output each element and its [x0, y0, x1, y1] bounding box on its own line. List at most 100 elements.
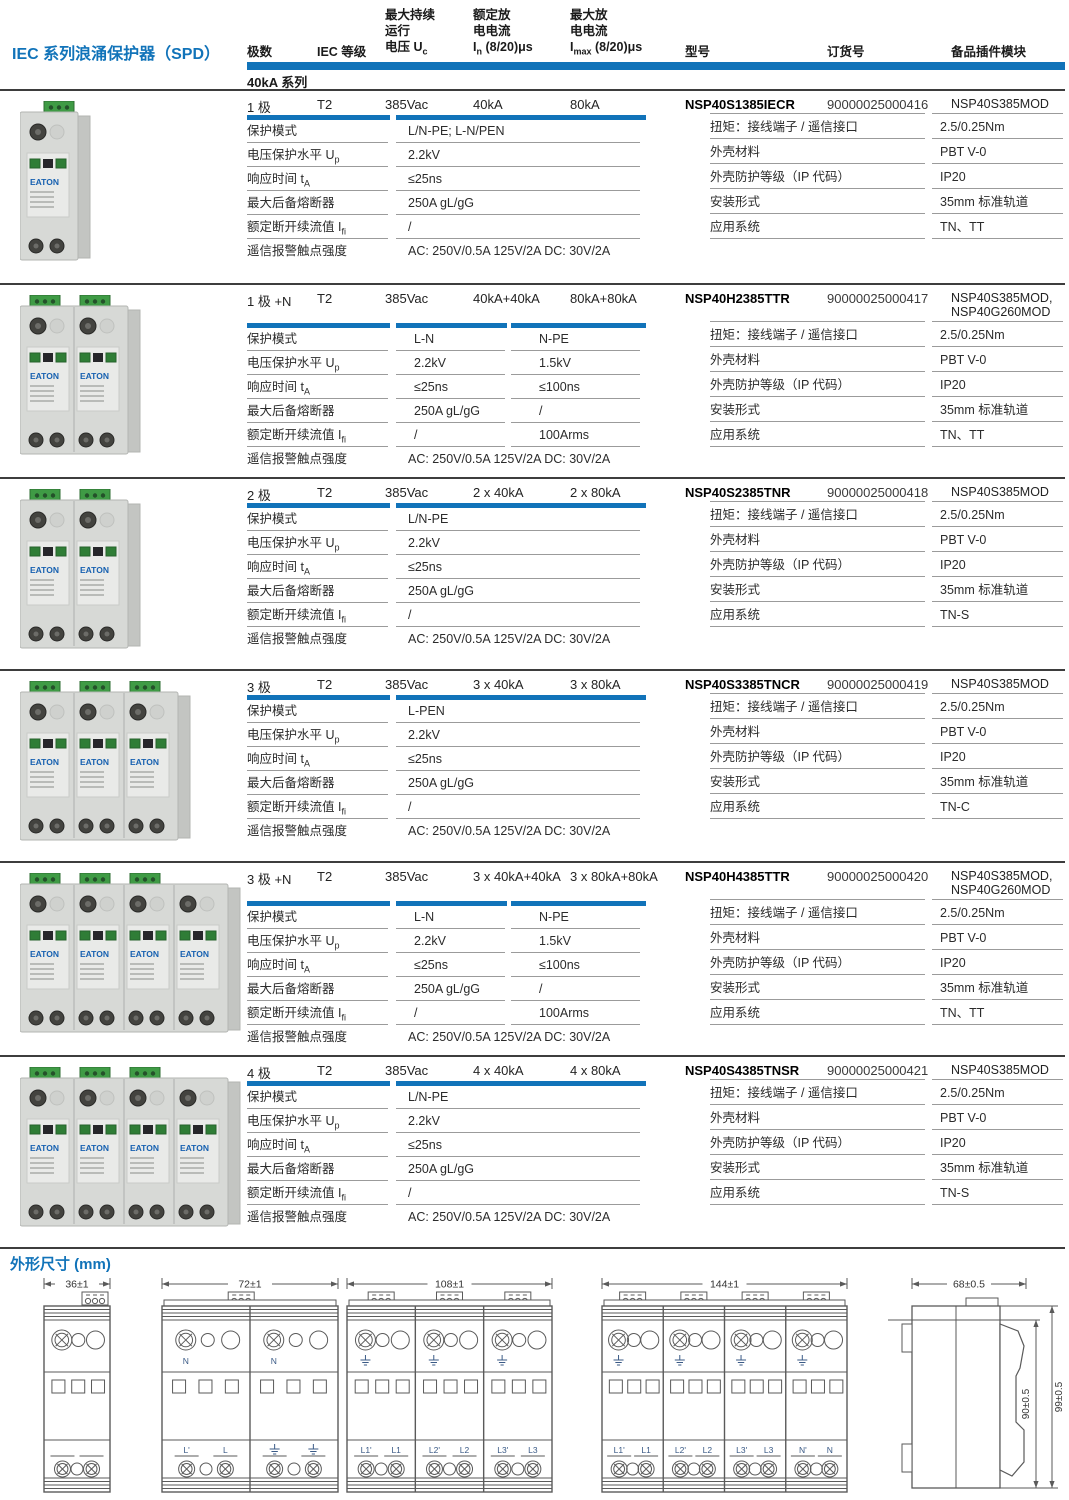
uc-value: 385Vac	[385, 485, 429, 500]
order-number: 90000025000419	[827, 677, 929, 692]
svg-text:EATON: EATON	[180, 1143, 209, 1153]
svg-text:EATON: EATON	[30, 177, 59, 187]
uc-value: 385Vac	[385, 97, 429, 112]
row-divider	[710, 138, 925, 139]
spec-value: 35mm 标准轨道	[940, 981, 1029, 995]
spec-value: 2.5/0.25Nm	[940, 906, 1005, 920]
row-divider	[932, 446, 1063, 447]
spec-value: ≤25ns	[408, 1138, 442, 1152]
row-divider	[710, 238, 925, 239]
row-divider	[247, 746, 388, 747]
row-divider	[247, 952, 388, 953]
spec-value: 1.5kV	[539, 356, 571, 370]
spec-value: ≤25ns	[414, 958, 448, 972]
row-divider	[396, 1000, 505, 1001]
row-divider	[710, 1104, 925, 1105]
row-divider	[932, 188, 1063, 189]
table-accent-bar	[247, 1081, 390, 1086]
poles-value: 1 极	[247, 100, 271, 115]
section-separator	[0, 669, 1065, 671]
row-divider	[710, 526, 925, 527]
spec-value: IP20	[940, 1136, 966, 1150]
spec-value: AC: 250V/0.5A 125V/2A DC: 30V/2A	[408, 452, 611, 466]
section-separator	[0, 1247, 1065, 1249]
row-divider	[710, 743, 925, 744]
spec-value: L/N-PE	[408, 512, 449, 526]
spec-label: 电压保护水平 Up	[247, 1114, 340, 1131]
svg-text:L': L'	[183, 1445, 190, 1455]
row-divider	[932, 551, 1063, 552]
svg-text:L1': L1'	[361, 1445, 372, 1455]
row-divider	[932, 163, 1063, 164]
spec-value: IP20	[940, 750, 966, 764]
svg-text:EATON: EATON	[30, 371, 59, 381]
spec-value: AC: 250V/0.5A 125V/2A DC: 30V/2A	[408, 824, 611, 838]
row-divider	[932, 974, 1063, 975]
row-divider	[396, 1108, 640, 1109]
table-accent-bar	[396, 901, 507, 906]
row-divider	[396, 238, 640, 239]
spec-label: 外壳防护等级（IP 代码）	[710, 1136, 851, 1150]
spec-value: 2.2kV	[408, 148, 440, 162]
svg-text:68±0.5: 68±0.5	[953, 1279, 985, 1291]
spec-label: 外壳材料	[710, 533, 761, 547]
spec-value: ≤25ns	[408, 172, 442, 186]
svg-text:EATON: EATON	[130, 1143, 159, 1153]
spec-label: 外壳材料	[710, 353, 761, 367]
spec-value: L-N	[414, 910, 435, 924]
svg-text:EATON: EATON	[30, 1143, 59, 1153]
row-divider	[710, 793, 925, 794]
row-divider	[932, 213, 1063, 214]
row-divider	[710, 818, 925, 819]
spec-value: TN、TT	[940, 220, 985, 234]
spec-label: 电压保护水平 Up	[247, 934, 340, 951]
row-divider	[710, 576, 925, 577]
spec-label: 遥信报警触点强度	[247, 824, 348, 838]
row-divider	[247, 554, 388, 555]
svg-text:EATON: EATON	[80, 565, 109, 575]
spec-value: 35mm 标准轨道	[940, 195, 1029, 209]
spec-value: TN、TT	[940, 428, 985, 442]
row-divider	[247, 1108, 388, 1109]
spec-value: 2.5/0.25Nm	[940, 700, 1005, 714]
spec-value: 100Arms	[539, 428, 590, 442]
row-divider	[247, 530, 388, 531]
model-number: NSP40S1385IECR	[685, 97, 795, 112]
svg-text:L1: L1	[641, 1445, 651, 1455]
svg-text:N: N	[827, 1445, 833, 1455]
spec-value: AC: 250V/0.5A 125V/2A DC: 30V/2A	[408, 632, 611, 646]
spec-label: 电压保护水平 Up	[247, 356, 340, 373]
spec-label: 外壳材料	[710, 145, 761, 159]
spare-module-value: NSP40S385MOD	[951, 1063, 1049, 1077]
svg-text:108±1: 108±1	[435, 1279, 464, 1291]
spec-value: PBT V-0	[940, 533, 987, 547]
spec-label: 安装形式	[710, 583, 761, 597]
spec-label: 最大后备熔断器	[247, 982, 335, 996]
spec-value: 2.5/0.25Nm	[940, 1086, 1005, 1100]
row-divider	[247, 374, 388, 375]
imax-value: 80kA+80kA	[570, 291, 637, 306]
table-accent-bar	[247, 115, 390, 120]
imax-value: 80kA	[570, 97, 600, 112]
spec-label: 扭矩：接线端子 / 遥信接口	[710, 328, 858, 342]
row-divider	[247, 190, 388, 191]
svg-text:L1': L1'	[614, 1445, 625, 1455]
row-divider	[710, 974, 925, 975]
spec-value: TN-C	[940, 800, 970, 814]
spec-label: 安装形式	[710, 1161, 761, 1175]
spec-label: 遥信报警触点强度	[247, 1210, 348, 1224]
right-table-top-border	[932, 693, 1063, 694]
right-table-top-border	[932, 899, 1063, 900]
row-divider	[932, 238, 1063, 239]
row-divider	[710, 949, 925, 950]
in-value: 3 x 40kA+40kA	[473, 869, 561, 884]
spec-label: 保护模式	[247, 332, 298, 346]
